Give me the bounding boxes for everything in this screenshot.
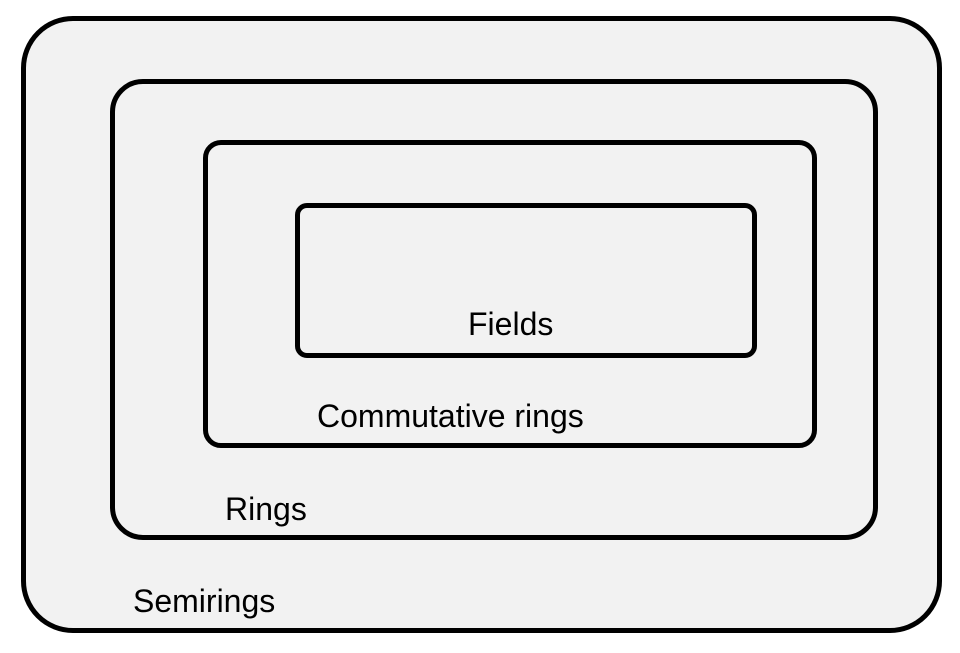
set-semirings: Semirings Rings Commutative rings Fields [21, 16, 942, 633]
set-semirings-label: Semirings [133, 583, 276, 619]
set-rings: Rings Commutative rings Fields [110, 79, 878, 540]
set-rings-label: Rings [225, 491, 307, 527]
set-commutative-rings-label: Commutative rings [317, 398, 584, 434]
set-fields: Fields [295, 203, 757, 358]
set-commutative-rings: Commutative rings Fields [203, 140, 817, 448]
set-fields-label: Fields [468, 306, 554, 342]
